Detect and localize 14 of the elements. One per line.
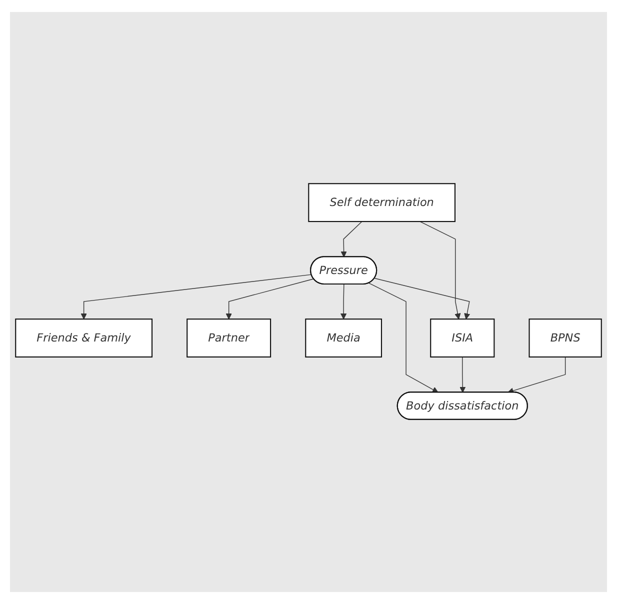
node-box: ISIA bbox=[430, 319, 495, 358]
node-box: BPNS bbox=[528, 319, 602, 358]
arrow bbox=[508, 357, 566, 394]
arrow bbox=[374, 278, 470, 320]
node-box: Self determination bbox=[308, 184, 456, 223]
arrow bbox=[340, 284, 347, 320]
arrow bbox=[368, 283, 438, 394]
node-box: Media bbox=[305, 319, 382, 358]
arrow bbox=[80, 274, 312, 320]
node-box: Friends & Family bbox=[15, 319, 153, 358]
arrow bbox=[460, 357, 466, 394]
arrow bbox=[226, 279, 314, 320]
arrow bbox=[340, 222, 362, 258]
arrow bbox=[420, 222, 461, 320]
